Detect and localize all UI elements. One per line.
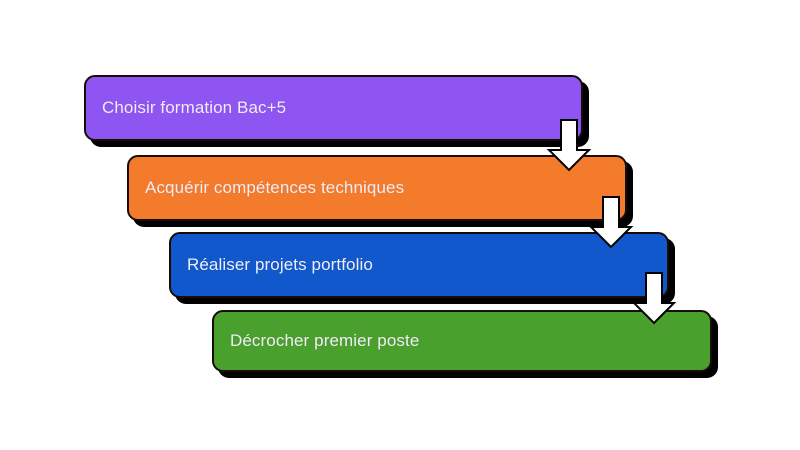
- process-step-2[interactable]: Acquérir compétences techniques: [127, 155, 627, 221]
- process-step-4[interactable]: Décrocher premier poste: [212, 310, 712, 372]
- process-step-1[interactable]: Choisir formation Bac+5: [84, 75, 583, 141]
- process-step-4-label: Décrocher premier poste: [230, 331, 420, 350]
- process-step-2-label: Acquérir compétences techniques: [145, 178, 405, 197]
- process-step-3-label: Réaliser projets portfolio: [187, 255, 373, 274]
- process-step-3[interactable]: Réaliser projets portfolio: [169, 232, 669, 298]
- process-step-1-label: Choisir formation Bac+5: [102, 98, 287, 117]
